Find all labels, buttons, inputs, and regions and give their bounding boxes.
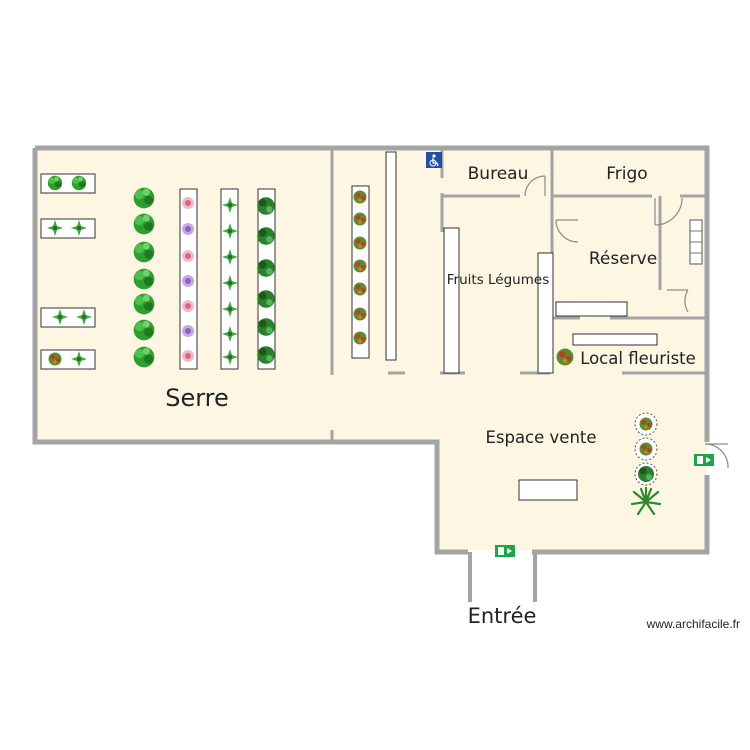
flower-table	[179, 188, 198, 370]
room-label-fruits-legumes: Fruits Légumes	[447, 272, 549, 288]
window	[689, 219, 703, 265]
emergency-exit-icon	[495, 545, 515, 557]
doors	[524, 175, 729, 469]
room-label-frigo: Frigo	[606, 164, 647, 184]
dark-shrub-table	[257, 188, 276, 370]
room-label-entree: Entrée	[468, 604, 537, 628]
room-label-serre: Serre	[165, 384, 229, 412]
credit-text: www.archifacile.fr	[646, 617, 740, 631]
emergency-exit-icon	[694, 454, 714, 466]
vente-plants	[630, 412, 662, 516]
plant-shelf	[351, 185, 370, 359]
leafy-table	[220, 188, 239, 370]
entrance-corridor	[468, 552, 537, 602]
room-label-reserve: Réserve	[589, 249, 657, 269]
fleuriste-plant-icon	[556, 348, 574, 366]
wall-planters	[40, 173, 96, 370]
room-label-espace-vente: Espace vente	[485, 428, 596, 447]
room-label-local-fleuriste: Local fleuriste	[580, 349, 696, 368]
exterior-walls	[32, 145, 710, 555]
shelves	[385, 151, 658, 501]
wheelchair-icon	[426, 152, 442, 168]
room-label-bureau: Bureau	[468, 164, 529, 184]
